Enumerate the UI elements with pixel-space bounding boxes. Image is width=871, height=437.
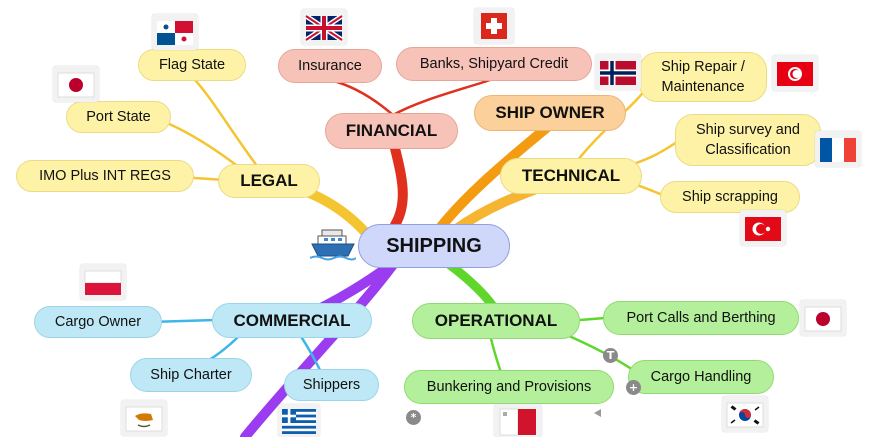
malta-flag-icon bbox=[494, 404, 542, 437]
branch-operational-line bbox=[445, 260, 497, 310]
norway-flag-icon bbox=[595, 54, 641, 90]
branch-financial-line bbox=[388, 135, 408, 230]
node-port-calls[interactable]: Port Calls and Berthing bbox=[603, 301, 799, 335]
uk-flag-icon bbox=[301, 9, 347, 45]
branch-financial[interactable]: FINANCIAL bbox=[325, 113, 458, 149]
node-port-state[interactable]: Port State bbox=[66, 101, 171, 133]
branch-legal-label: LEGAL bbox=[240, 171, 298, 190]
text-badge-icon[interactable]: T bbox=[603, 348, 618, 363]
node-ship-survey-label-2: Classification bbox=[705, 142, 791, 158]
node-cargo-handling-label: Cargo Handling bbox=[650, 369, 752, 385]
poland-flag-icon bbox=[80, 264, 126, 300]
node-ship-survey[interactable]: Ship survey and Classification bbox=[675, 114, 821, 166]
settings-badge-icon[interactable]: * bbox=[406, 410, 421, 425]
france-flag-icon bbox=[815, 131, 861, 167]
node-flag-state-label: Flag State bbox=[158, 57, 226, 73]
branch-financial-label: FINANCIAL bbox=[345, 121, 438, 140]
node-ship-survey-label-1: Ship survey and bbox=[696, 122, 800, 138]
panama-flag-icon bbox=[152, 14, 198, 50]
node-shippers[interactable]: Shippers bbox=[284, 369, 379, 401]
branch-ship-owner[interactable]: SHIP OWNER bbox=[474, 95, 626, 131]
branch-ship-owner-label: SHIP OWNER bbox=[495, 103, 605, 122]
node-cargo-owner[interactable]: Cargo Owner bbox=[34, 306, 162, 338]
node-port-state-label: Port State bbox=[86, 109, 151, 125]
node-banks-shipyard-credit[interactable]: Banks, Shipyard Credit bbox=[396, 47, 592, 81]
japan-flag-icon bbox=[53, 66, 99, 102]
turkey-flag-icon bbox=[740, 210, 786, 246]
node-port-calls-label: Port Calls and Berthing bbox=[626, 310, 776, 326]
branch-legal[interactable]: LEGAL bbox=[218, 164, 320, 198]
node-ship-repair-label-2: Maintenance bbox=[661, 79, 745, 95]
node-imo-regs[interactable]: IMO Plus INT REGS bbox=[16, 160, 194, 192]
cyprus-flag-icon bbox=[121, 400, 167, 436]
south-korea-flag-icon bbox=[722, 396, 768, 432]
branch-commercial-label: COMMERCIAL bbox=[233, 310, 351, 330]
node-ship-scrapping[interactable]: Ship scrapping bbox=[660, 181, 800, 213]
node-imo-label: IMO Plus INT REGS bbox=[39, 168, 171, 184]
center-node-shipping[interactable]: SHIPPING bbox=[358, 224, 510, 268]
node-shippers-label: Shippers bbox=[302, 377, 361, 393]
node-cargo-handling[interactable]: Cargo Handling bbox=[628, 360, 774, 394]
switzerland-flag-icon bbox=[474, 8, 514, 44]
add-badge-icon[interactable]: + bbox=[626, 380, 641, 395]
arrow-marker-icon bbox=[594, 409, 601, 417]
node-ship-repair-label-1: Ship Repair / bbox=[661, 59, 745, 75]
node-ship-charter-label: Ship Charter bbox=[150, 367, 232, 383]
node-insurance[interactable]: Insurance bbox=[278, 49, 382, 83]
node-bunkering[interactable]: Bunkering and Provisions bbox=[404, 370, 614, 404]
node-cargo-owner-label: Cargo Owner bbox=[54, 314, 142, 330]
node-ship-scrapping-label: Ship scrapping bbox=[682, 189, 778, 205]
branch-technical-label: TECHNICAL bbox=[521, 166, 621, 185]
branch-commercial[interactable]: COMMERCIAL bbox=[212, 303, 372, 338]
branch-operational[interactable]: OPERATIONAL bbox=[412, 303, 580, 339]
branch-operational-label: OPERATIONAL bbox=[434, 311, 558, 330]
greece-flag-icon bbox=[278, 404, 320, 437]
branch-shipowner-line bbox=[435, 120, 555, 233]
node-banks-label: Banks, Shipyard Credit bbox=[419, 56, 569, 72]
japan-flag-icon bbox=[800, 300, 846, 336]
branch-purple-tail-line bbox=[240, 257, 400, 437]
node-ship-repair[interactable]: Ship Repair / Maintenance bbox=[639, 52, 767, 102]
node-insurance-label: Insurance bbox=[298, 58, 362, 74]
branch-technical[interactable]: TECHNICAL bbox=[500, 158, 642, 194]
node-flag-state[interactable]: Flag State bbox=[138, 49, 246, 81]
tunisia-flag-icon bbox=[772, 55, 818, 91]
ship-icon bbox=[310, 229, 356, 261]
node-ship-charter[interactable]: Ship Charter bbox=[130, 358, 252, 392]
node-bunkering-label: Bunkering and Provisions bbox=[426, 379, 592, 395]
center-label: SHIPPING bbox=[386, 234, 482, 257]
